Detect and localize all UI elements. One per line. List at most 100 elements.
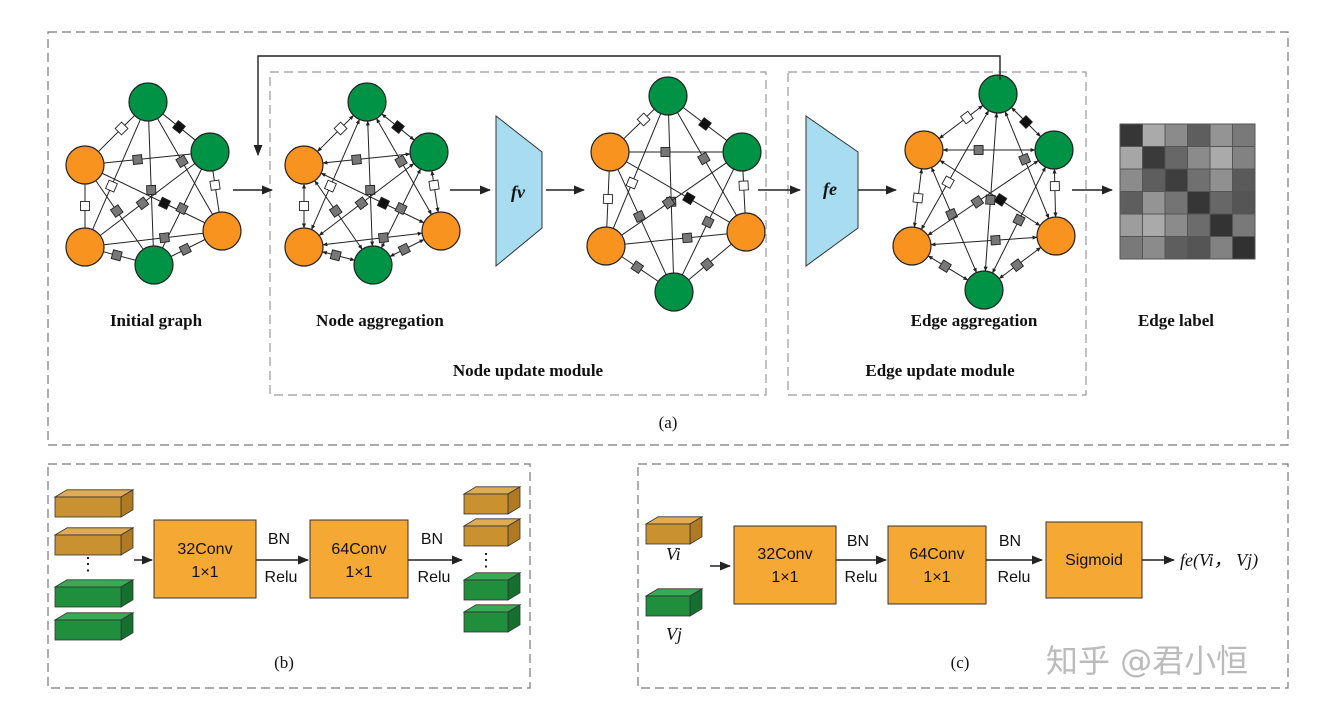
edge-feature-marker <box>959 110 974 125</box>
green-node <box>964 270 1004 310</box>
edge-feature-marker <box>323 179 337 193</box>
graph-edge <box>938 105 984 139</box>
conv32-box-b <box>153 519 257 599</box>
edge-aggregation-label: Edge aggregation <box>911 311 1038 330</box>
orange-feature-block <box>462 518 522 547</box>
matrix-cell <box>1209 168 1233 192</box>
matrix-cell <box>1119 191 1143 215</box>
edge-feature-marker <box>354 196 369 211</box>
edge-feature-marker <box>135 196 150 211</box>
orange-node <box>726 212 766 252</box>
matrix-cell <box>1164 191 1188 215</box>
graph-edge <box>430 170 440 213</box>
graph-edge <box>612 113 662 229</box>
edge-feature-marker <box>365 184 376 196</box>
matrix-cell <box>1164 123 1188 147</box>
matrix-cell <box>1232 168 1256 192</box>
matrix-cell <box>1232 191 1256 215</box>
graph-edge <box>1052 168 1058 218</box>
edge-feature-marker <box>351 154 362 165</box>
node-aggregation-label: Node aggregation <box>316 311 444 330</box>
graph-edge <box>101 172 206 224</box>
matrix-cell <box>1164 213 1188 237</box>
vi-feature-block <box>644 516 704 545</box>
edge-feature-marker <box>209 179 221 191</box>
conv32-b-line1: 32Conv <box>177 541 232 558</box>
vj-label: Vj <box>666 624 682 644</box>
edge-feature-marker <box>110 249 123 262</box>
edge-feature-marker <box>661 195 676 210</box>
caption-b: (b) <box>274 653 294 672</box>
edge-feature-marker <box>377 232 389 244</box>
initial-graph <box>65 82 242 285</box>
relu-b-2: Relu <box>418 569 451 586</box>
matrix-cell <box>1232 123 1256 147</box>
graph-edge <box>322 152 411 165</box>
edge-feature-marker <box>172 120 186 134</box>
edge-feature-marker <box>299 201 309 211</box>
graph-edge <box>92 119 141 230</box>
matrix-cell <box>1142 236 1166 260</box>
ellipsis-dots: ⋮ <box>79 554 97 574</box>
graph-edge <box>365 120 375 247</box>
edge-feature-marker <box>114 121 129 136</box>
matrix-cell <box>1187 236 1211 260</box>
edge-feature-marker <box>158 232 170 244</box>
edge-feature-marker <box>660 147 671 157</box>
graph-edge <box>98 115 135 152</box>
green-feature-block <box>462 604 522 633</box>
feature-stack-output: ⋮ <box>462 486 522 633</box>
graph-edge <box>157 118 213 215</box>
graph-edge <box>668 114 674 274</box>
bn-c-1: BN <box>847 533 869 550</box>
orange-feature-block <box>53 527 135 556</box>
graph-edge <box>103 232 204 246</box>
edge-feature-marker <box>376 196 391 210</box>
matrix-cell <box>1209 146 1233 170</box>
green-node <box>409 132 449 172</box>
edge-feature-marker <box>681 232 693 244</box>
sigmoid-label: Sigmoid <box>1065 552 1123 569</box>
relu-c-2: Relu <box>998 569 1031 586</box>
orange-feature-block <box>53 489 135 518</box>
graph-edge <box>212 170 220 213</box>
edge-feature-marker <box>104 179 118 193</box>
edge-feature-marker <box>175 201 189 216</box>
fe-label: fe <box>823 179 837 199</box>
orange-node <box>284 145 324 185</box>
graph-edge <box>617 169 667 275</box>
vi-label: Vi <box>666 544 681 564</box>
matrix-cell <box>1187 213 1211 237</box>
edge-label-matrix <box>1119 123 1256 260</box>
edge-feature-marker <box>602 193 614 205</box>
orange-feature-block <box>462 486 522 515</box>
matrix-cell <box>1209 123 1233 147</box>
matrix-cell <box>1119 236 1143 260</box>
edge-feature-marker <box>394 201 408 216</box>
graph-edge <box>621 162 727 236</box>
bn-b-1: BN <box>268 531 290 548</box>
green-node <box>1034 130 1074 170</box>
edge-feature-marker <box>625 176 639 190</box>
edge-feature-marker <box>632 209 646 223</box>
green-feature-block <box>462 572 522 601</box>
green-node <box>134 245 174 285</box>
edge-feature-marker <box>397 242 411 257</box>
relu-c-1: Relu <box>845 569 878 586</box>
bn-b-2: BN <box>421 531 443 548</box>
orange-node <box>892 226 932 266</box>
orange-node <box>65 227 105 267</box>
panel-a-frame <box>47 31 1289 446</box>
bn-c-2: BN <box>999 533 1021 550</box>
green-node <box>722 132 762 172</box>
matrix-cell <box>1164 146 1188 170</box>
orange-node <box>1036 216 1076 256</box>
matrix-cell <box>1187 123 1211 147</box>
graph-edge <box>99 163 196 236</box>
edge-update-module-frame <box>787 71 1087 396</box>
matrix-cell <box>1142 123 1166 147</box>
edge-feature-marker <box>157 196 172 210</box>
orange-node <box>904 130 944 170</box>
matrix-cell <box>1209 236 1233 260</box>
